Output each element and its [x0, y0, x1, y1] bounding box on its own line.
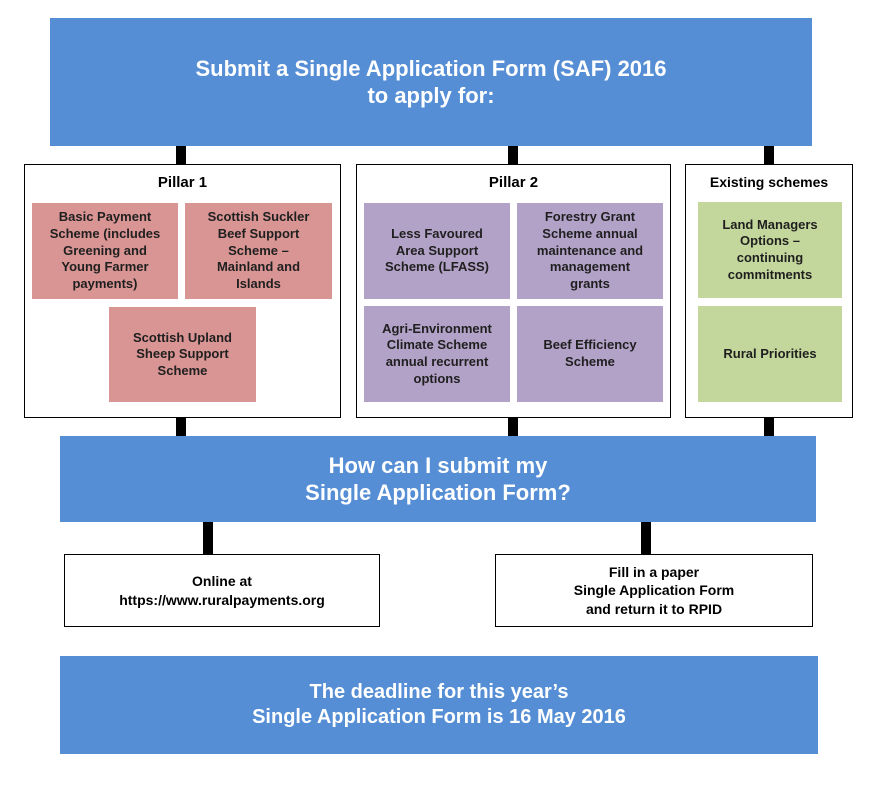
- scheme-basic-payment: Basic Payment Scheme (includes Greening …: [32, 203, 178, 299]
- scheme-beef-efficiency: Beef Efficiency Scheme: [517, 306, 663, 402]
- header-banner: Submit a Single Application Form (SAF) 2…: [50, 18, 812, 146]
- header-title-line2: to apply for:: [367, 83, 495, 108]
- online-option-box: Online at https://www.ruralpayments.org: [64, 554, 380, 627]
- scheme-forestry-grant: Forestry Grant Scheme annual maintenance…: [517, 203, 663, 299]
- connector-existing-how: [764, 416, 774, 436]
- scheme-scottish-upland-sheep: Scottish Upland Sheep Support Scheme: [109, 307, 256, 402]
- how-banner: How can I submit my Single Application F…: [60, 436, 816, 522]
- deadline-line1: The deadline for this year’s: [309, 681, 569, 703]
- pillar2-panel: Pillar 2 Less Favoured Area Support Sche…: [356, 164, 671, 418]
- connector-how-paper: [641, 522, 651, 554]
- connector-header-existing: [764, 146, 774, 164]
- connector-pillar2-how: [508, 416, 518, 436]
- existing-panel: Existing schemes Land Managers Options –…: [685, 164, 853, 418]
- header-title-line1: Submit a Single Application Form (SAF) 2…: [195, 55, 667, 81]
- connector-how-online: [203, 522, 213, 554]
- existing-title: Existing schemes: [709, 174, 829, 190]
- pillar1-panel: Pillar 1 Basic Payment Scheme (includes …: [24, 164, 341, 418]
- scheme-agri-environment: Agri-Environment Climate Scheme annual r…: [364, 306, 510, 402]
- how-title-line1: How can I submit my: [328, 452, 548, 478]
- scheme-lfass: Less Favoured Area Support Scheme (LFASS…: [364, 203, 510, 299]
- deadline-line2: Single Application Form is 16 May 2016: [252, 706, 626, 728]
- how-title-line2: Single Application Form?: [305, 480, 571, 505]
- connector-header-pillar2: [508, 146, 518, 164]
- scheme-scottish-suckler-beef: Scottish Suckler Beef Support Scheme – M…: [185, 203, 332, 299]
- deadline-banner: The deadline for this year’s Single Appl…: [60, 656, 818, 754]
- scheme-rural-priorities: Rural Priorities: [698, 306, 842, 402]
- pillar1-title: Pillar 1: [157, 174, 208, 191]
- pillar2-title: Pillar 2: [488, 174, 539, 191]
- paper-form-option-box: Fill in a paper Single Application Form …: [495, 554, 813, 627]
- connector-header-pillar1: [176, 146, 186, 164]
- connector-pillar1-how: [176, 416, 186, 436]
- scheme-land-managers-options: Land Managers Options – continuing commi…: [698, 202, 842, 298]
